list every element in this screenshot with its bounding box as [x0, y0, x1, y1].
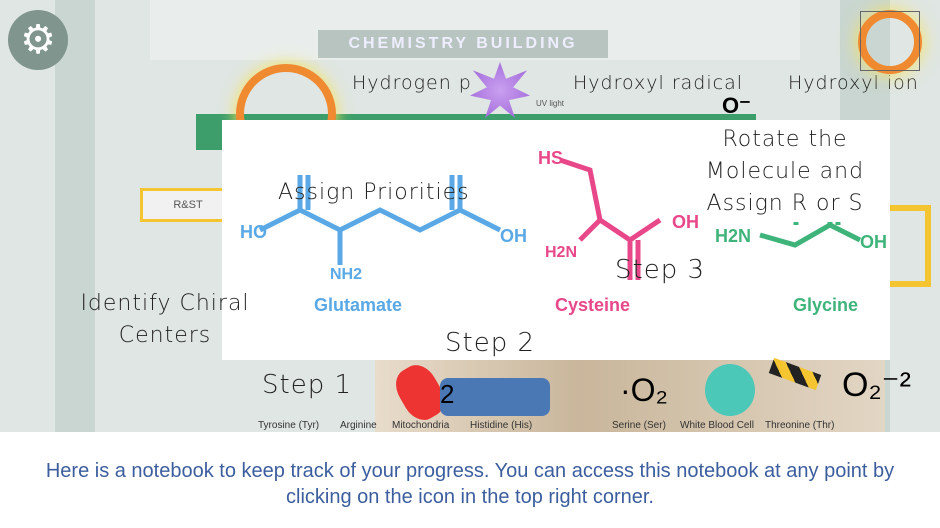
game-scene: CHEMISTRY BUILDING Hydrogen p Hydroxyl r…	[0, 0, 940, 432]
frame	[885, 205, 931, 287]
cysteine-structure	[559, 157, 662, 280]
ion-label: O₂⁻²	[842, 366, 911, 404]
uv-light-label: UV light	[536, 99, 565, 108]
glycine-structure	[759, 222, 862, 248]
caption-text: Here is a notebook to keep track of your…	[45, 460, 895, 508]
instruction-identify: Identify Chiral Centers	[80, 291, 250, 348]
ion-label: O⁻	[722, 93, 751, 118]
bottom-label: Arginine	[340, 420, 377, 431]
burst-icon	[470, 62, 530, 118]
molecule-name-cysteine: Cysteine	[555, 295, 631, 315]
group-label: OH	[860, 232, 887, 252]
group-label: OH	[500, 226, 527, 246]
step-2-label: Step 2	[445, 328, 536, 358]
bottom-label: Tyrosine (Tyr)	[258, 420, 320, 431]
bg-label: Hydroxyl radical	[573, 72, 743, 94]
bottom-label: Serine (Ser)	[612, 420, 666, 431]
molecule-name-glycine: Glycine	[793, 295, 859, 315]
group-label: NH2	[330, 266, 363, 283]
molecule-drawings	[258, 157, 862, 280]
instruction-assign-priorities: Assign Priorities	[278, 180, 470, 205]
molecule-name-glutamate: Glutamate	[314, 295, 403, 315]
cell-shape	[440, 378, 550, 416]
bottom-label: Threonine (Thr)	[765, 420, 835, 431]
white-blood-cell-icon	[705, 364, 755, 416]
glutamate-structure	[258, 175, 502, 265]
ion-label: ·O₂	[620, 372, 668, 408]
bottom-label: Mitochondria	[392, 420, 450, 431]
group-label: HO	[240, 222, 267, 242]
group-label: HS	[538, 148, 564, 168]
group-label: OH	[672, 212, 699, 232]
building-sign: CHEMISTRY BUILDING	[318, 30, 608, 58]
step-1-label: Step 1	[262, 370, 353, 400]
ion-label: 2	[440, 379, 455, 409]
instruction-rotate: Rotate the Molecule and Assign R or S	[705, 127, 865, 216]
step-3-label: Step 3	[615, 255, 706, 285]
group-label: H2N	[545, 244, 578, 261]
bg-label: Hydrogen p	[352, 72, 472, 94]
bottom-label: Histidine (His)	[470, 420, 533, 431]
group-label: H2N	[715, 226, 752, 246]
bg-label: Hydroxyl ion	[788, 72, 919, 94]
settings-gear-icon[interactable]: ⚙	[8, 10, 68, 70]
pillar	[55, 0, 95, 432]
notebook-icon[interactable]	[860, 11, 920, 71]
bottom-label: White Blood Cell	[680, 420, 754, 431]
